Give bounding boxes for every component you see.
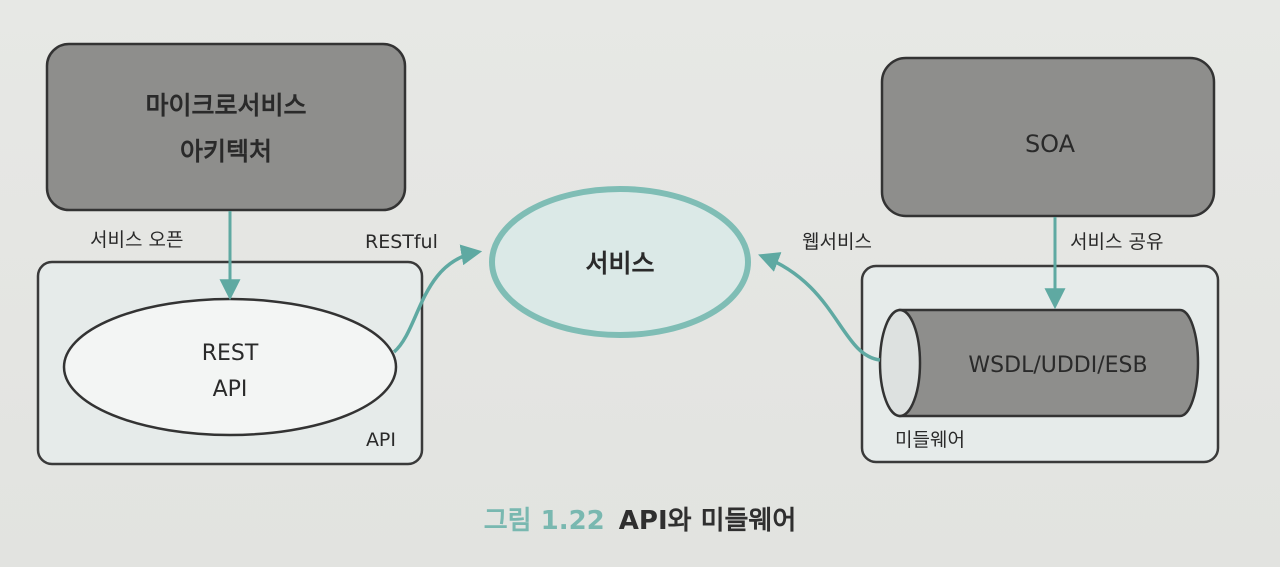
service-label: 서비스: [585, 249, 654, 278]
soa-label: SOA: [1025, 130, 1076, 158]
restful-arrow: [392, 244, 483, 354]
web-service-arrow: [758, 252, 881, 362]
figure-caption: 그림 1.22 API와 미들웨어: [0, 500, 1280, 537]
rest-api-label-line1: REST: [202, 341, 259, 366]
figure-number: 그림 1.22: [483, 506, 605, 536]
rest-api-ellipse: [62, 297, 398, 437]
microservices-label-line1: 마이크로서비스: [145, 91, 306, 120]
soa-box: [880, 56, 1216, 218]
service-share-label: 서비스 공유: [1070, 231, 1163, 253]
service-open-label: 서비스 오픈: [90, 229, 183, 251]
figure-title: API와 미들웨어: [618, 506, 797, 536]
middleware-container-label: 미들웨어: [895, 429, 965, 451]
microservices-label-line2: 아키텍처: [180, 137, 272, 166]
microservices-architecture-box: [45, 42, 407, 212]
web-service-label: 웹서비스: [802, 231, 872, 253]
service-ellipse: [489, 186, 751, 338]
api-container-label: API: [366, 429, 396, 451]
cylinder-label: WSDL/UDDI/ESB: [968, 353, 1147, 378]
wsdl-uddi-esb-cylinder: [878, 308, 1200, 418]
rest-api-label-line2: API: [213, 377, 248, 402]
restful-label: RESTful: [365, 231, 438, 253]
